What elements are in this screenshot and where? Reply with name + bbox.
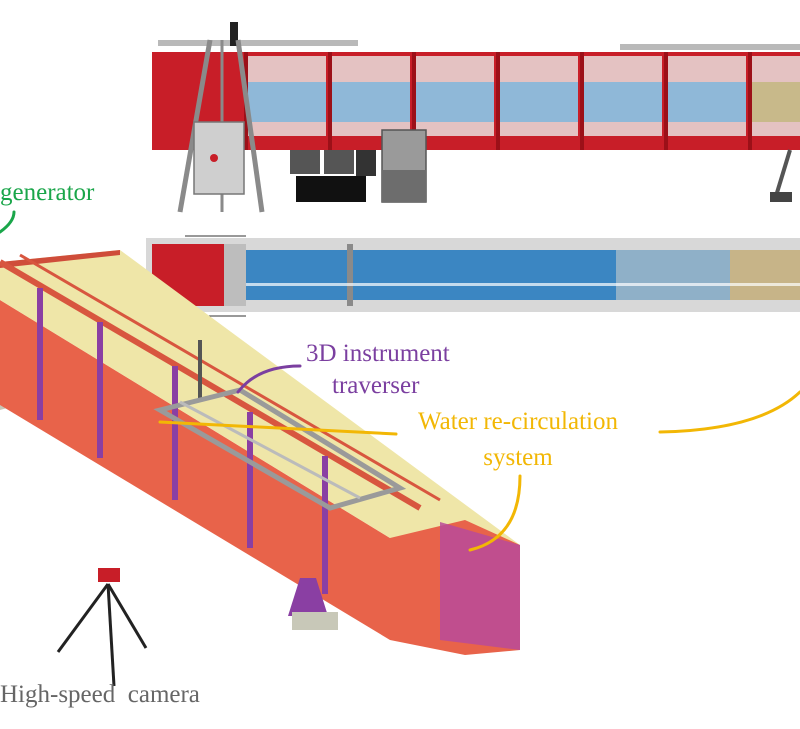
label-traverser-line2: traverser bbox=[332, 372, 420, 399]
side-view-equipment bbox=[290, 129, 427, 203]
label-recirc-line1: Water re-circulation bbox=[418, 408, 618, 435]
side-view-windows bbox=[248, 56, 800, 136]
label-traverser-line1: 3D instrument bbox=[306, 340, 450, 367]
label-recirc-line2: system bbox=[483, 444, 553, 471]
leader-recirc-left bbox=[158, 420, 398, 436]
side-view bbox=[152, 22, 800, 213]
label-camera: High-speed camera bbox=[0, 681, 200, 708]
leader-wave-generator bbox=[0, 210, 16, 234]
leader-recirc-bottom bbox=[468, 474, 522, 552]
leader-recirc-right bbox=[658, 390, 800, 434]
camera-icon bbox=[98, 568, 120, 582]
side-view-rail bbox=[158, 40, 358, 46]
label-wave-generator: generator bbox=[0, 179, 95, 206]
label-recirculation: Water re-circulation system bbox=[398, 404, 638, 476]
iso-flume bbox=[0, 250, 520, 655]
side-view-wave-generator bbox=[177, 22, 265, 213]
side-view-support bbox=[770, 149, 792, 202]
leader-traverser bbox=[236, 364, 302, 394]
camera-tripod bbox=[56, 568, 148, 687]
leader-lines bbox=[0, 210, 800, 552]
label-traverser: 3D instrument traverser bbox=[306, 338, 450, 402]
iso-traverser bbox=[153, 340, 407, 511]
side-view-rail-right bbox=[620, 44, 800, 50]
iso-flume-supports bbox=[288, 578, 328, 616]
plan-view bbox=[146, 235, 800, 317]
plan-view-water bbox=[246, 250, 616, 300]
